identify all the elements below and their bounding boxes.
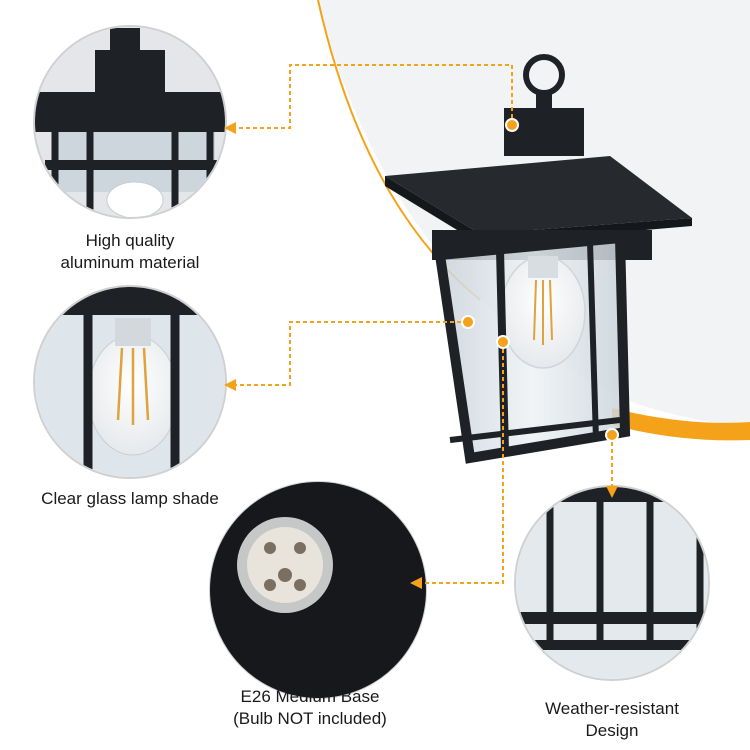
caption-line: Design bbox=[585, 721, 639, 740]
caption-line: High quality bbox=[85, 231, 175, 250]
caption-line: E26 Medium Base bbox=[240, 687, 380, 706]
callout-weather-resistant bbox=[514, 485, 710, 681]
caption-e26-base: E26 Medium Base (Bulb NOT included) bbox=[205, 686, 415, 730]
caption-glass-shade: Clear glass lamp shade bbox=[20, 488, 240, 510]
caption-line: (Bulb NOT included) bbox=[233, 709, 387, 728]
caption-line: aluminum material bbox=[60, 253, 200, 272]
callout-glass-shade bbox=[33, 285, 227, 479]
callout-e26-base bbox=[209, 481, 427, 699]
lantern-main bbox=[385, 54, 692, 464]
callout-arrowheads bbox=[224, 122, 618, 589]
caption-line: Clear glass lamp shade bbox=[41, 489, 219, 508]
caption-weather-resistant: Weather-resistant Design bbox=[512, 698, 712, 742]
callout-aluminum-material bbox=[33, 25, 227, 219]
callout-dots bbox=[461, 118, 619, 442]
callout-connectors bbox=[232, 64, 613, 584]
caption-aluminum-material: High quality aluminum material bbox=[30, 230, 230, 274]
caption-line: Weather-resistant bbox=[545, 699, 679, 718]
